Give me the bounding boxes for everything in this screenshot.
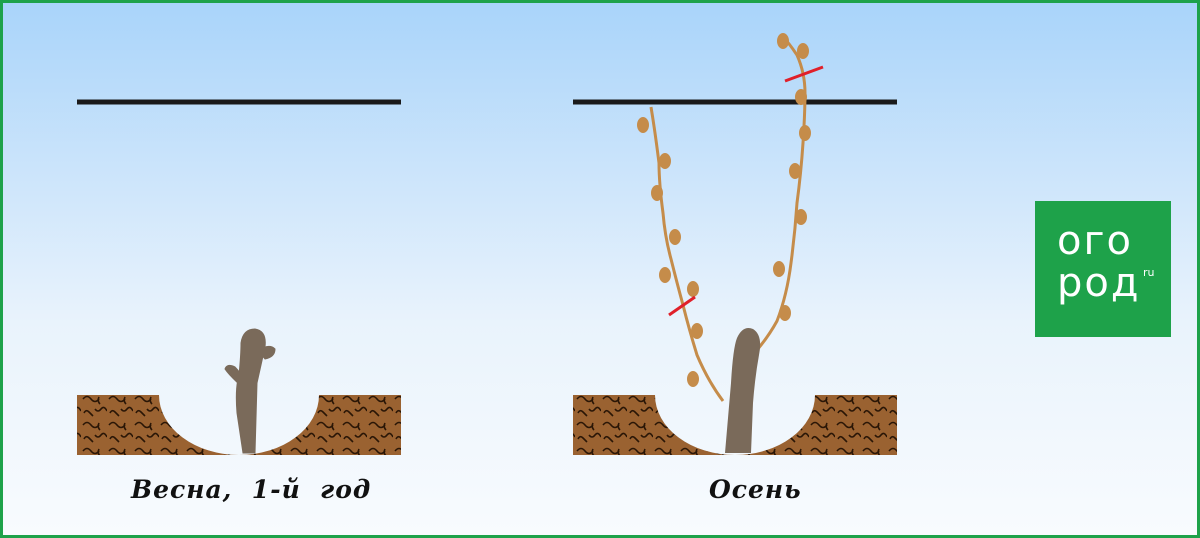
right-panel bbox=[573, 33, 897, 455]
cane-right bbox=[743, 35, 807, 365]
mature-vine-trunk bbox=[725, 328, 761, 453]
logo-line1: ого bbox=[1057, 218, 1133, 264]
logo-suffix: ru bbox=[1143, 266, 1155, 279]
soil-bed-right bbox=[573, 395, 897, 455]
logo-line2: род bbox=[1057, 260, 1141, 306]
left-panel bbox=[77, 99, 401, 455]
caption-autumn: Осень bbox=[709, 475, 802, 504]
pruning-cut-mark-icon bbox=[668, 295, 696, 317]
grape-pruning-diagram bbox=[77, 33, 897, 455]
caption-spring-first-year: Весна, 1-й год bbox=[131, 475, 372, 504]
cane-left bbox=[649, 106, 725, 402]
young-vine-trunk bbox=[224, 328, 276, 454]
ogorod-logo: ого род ru bbox=[1035, 201, 1171, 337]
buds-left-cane bbox=[637, 117, 703, 387]
pruning-cut-mark-icon bbox=[784, 65, 824, 83]
buds-right-cane bbox=[773, 33, 811, 321]
soil-bed-left bbox=[77, 395, 401, 455]
